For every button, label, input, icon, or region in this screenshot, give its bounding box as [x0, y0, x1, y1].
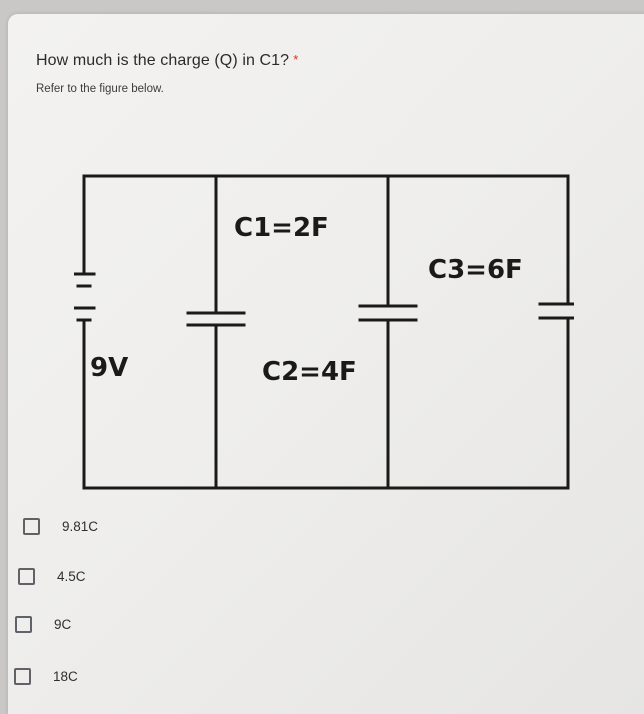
option-3[interactable]: 9C [15, 612, 71, 636]
question-title: How much is the charge (Q) in C1?* [36, 52, 298, 70]
option-label: 4.5C [57, 568, 86, 584]
checkbox-icon[interactable] [18, 567, 35, 585]
circuit-diagram: 9V C1=2F C2=4F C3=6F [74, 174, 574, 490]
option-label: 18C [53, 668, 78, 684]
battery-label: 9V [90, 353, 128, 383]
c3-label: C3=6F [428, 255, 523, 285]
question-title-text: How much is the charge (Q) in C1? [36, 52, 290, 69]
question-card: How much is the charge (Q) in C1?* Refer… [8, 14, 644, 714]
checkbox-icon[interactable] [23, 517, 40, 535]
option-label: 9.81C [62, 518, 99, 534]
option-label: 9C [54, 616, 72, 632]
question-description: Refer to the figure below. [36, 83, 164, 95]
c1-label: C1=2F [234, 213, 329, 243]
circuit-figure: 9V C1=2F C2=4F C3=6F [74, 158, 574, 498]
option-2[interactable]: 4.5C [18, 564, 86, 588]
required-asterisk: * [293, 52, 299, 67]
option-4[interactable]: 18C [14, 664, 78, 688]
option-1[interactable]: 9.81C [23, 514, 98, 538]
checkbox-icon[interactable] [15, 615, 32, 633]
checkbox-icon[interactable] [14, 667, 31, 685]
c2-label: C2=4F [262, 357, 357, 387]
